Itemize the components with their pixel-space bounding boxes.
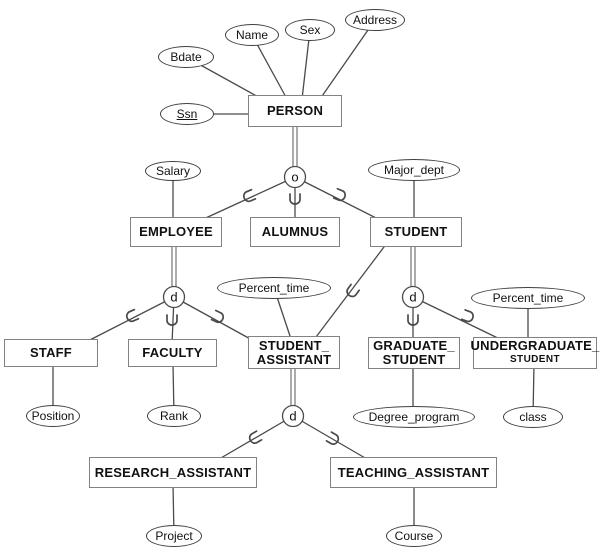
subset-symbol-icon (242, 188, 257, 203)
entity-staff: STAFF (4, 339, 98, 367)
entity-label-line2: STUDENT (382, 352, 446, 367)
entity-label: FACULTY (142, 345, 203, 360)
subset-symbol-icon (346, 283, 361, 298)
attribute-major-dept: Major_dept (368, 159, 460, 181)
line-sex-person (301, 29, 311, 100)
line-dspec-studentassistant (173, 296, 255, 342)
entity-label: GRADUATE_ (373, 338, 455, 353)
disjoint-circle-label: d (409, 290, 416, 305)
line-address-person (319, 19, 376, 100)
entity-label-line2: STUDENT (509, 354, 561, 365)
line-student-studentassistant (312, 242, 388, 342)
entity-label: EMPLOYEE (139, 224, 213, 239)
attribute-percent-time: Percent_time (217, 277, 331, 299)
attribute-label: Course (394, 529, 434, 543)
attribute-label: Position (31, 409, 75, 423)
attribute-name: Name (225, 24, 279, 46)
attribute-label: Bdate (170, 50, 202, 64)
attribute-project: Project (146, 525, 202, 547)
overlap-circle-label: o (291, 170, 298, 185)
entity-person: PERSON (248, 95, 342, 127)
entity-label: UNDERGRADUATE_ (470, 338, 600, 353)
attribute-label: Sex (299, 23, 321, 37)
attribute-course: Course (386, 525, 442, 547)
attribute-label: Project (155, 529, 193, 543)
entity-label: TEACHING_ASSISTANT (337, 464, 490, 480)
attribute-label: Ssn (176, 107, 198, 121)
subset-symbol-icon (460, 309, 474, 323)
subset-symbol-icon (325, 431, 340, 445)
attribute-address: Address (345, 9, 405, 31)
entity-faculty: FACULTY (128, 339, 217, 367)
attribute-degree-program: Degree_program (353, 406, 475, 428)
attribute-ssn-key: Ssn (160, 103, 214, 125)
attribute-label: Major_dept (383, 163, 445, 177)
attribute-label: Address (352, 13, 398, 27)
subset-symbol-icon (407, 314, 419, 326)
attribute-label: Salary (155, 164, 190, 178)
overlap-circle-icon (283, 165, 307, 189)
subset-symbol-icon (289, 193, 301, 205)
attribute-position: Position (26, 405, 80, 427)
line-dspec-undergraduate (412, 296, 507, 343)
attribute-label: Percent_time (492, 291, 564, 305)
attribute-percent-time: Percent_time (471, 287, 585, 309)
entity-graduate-student: GRADUATE_ STUDENT (368, 337, 460, 369)
specialization-circles: o d d d (162, 165, 425, 428)
entity-undergraduate-student: UNDERGRADUATE_ STUDENT (470, 337, 600, 369)
entity-alumnus: ALUMNUS (250, 217, 340, 247)
subset-symbol-icon (248, 430, 263, 444)
subset-symbol-icon (125, 308, 140, 323)
disjoint-circle-icon (281, 404, 305, 428)
line-dspec-research (213, 415, 294, 463)
entity-label: STAFF (30, 345, 72, 360)
entity-label: STUDENT (384, 224, 448, 239)
line-dspec-teaching (292, 415, 373, 463)
entity-label: ALUMNUS (261, 224, 329, 239)
subset-symbol-icon (166, 314, 178, 326)
attribute-class: class (503, 406, 563, 428)
attribute-label: class (519, 410, 547, 424)
subset-symbol-icon (210, 309, 225, 324)
entity-label-line2: ASSISTANT (256, 351, 332, 367)
entity-student-assistant: STUDENT_ ASSISTANT (248, 336, 340, 369)
attribute-salary: Salary (145, 161, 201, 181)
attribute-label: Name (235, 28, 268, 42)
disjoint-circle-icon (162, 285, 186, 309)
attribute-sex: Sex (285, 19, 335, 41)
attribute-bdate: Bdate (158, 46, 214, 68)
attribute-label: Degree_program (368, 410, 460, 424)
entity-research-assistant: RESEARCH_ASSISTANT (89, 457, 257, 488)
entity-label: PERSON (266, 103, 324, 118)
entity-teaching-assistant: TEACHING_ASSISTANT (330, 457, 497, 488)
disjoint-circle-label: d (289, 409, 296, 424)
attribute-label: Rank (159, 409, 188, 423)
entity-employee: EMPLOYEE (130, 217, 222, 247)
disjoint-circle-label: d (170, 290, 177, 305)
entity-student: STUDENT (370, 217, 462, 247)
disjoint-circle-icon (401, 285, 425, 309)
subset-symbols (125, 187, 474, 445)
attribute-label: Percent_time (238, 281, 310, 295)
attribute-rank: Rank (147, 405, 201, 427)
subset-symbol-icon (332, 187, 347, 202)
entity-label: RESEARCH_ASSISTANT (94, 464, 252, 480)
entity-label: STUDENT_ (258, 337, 330, 353)
